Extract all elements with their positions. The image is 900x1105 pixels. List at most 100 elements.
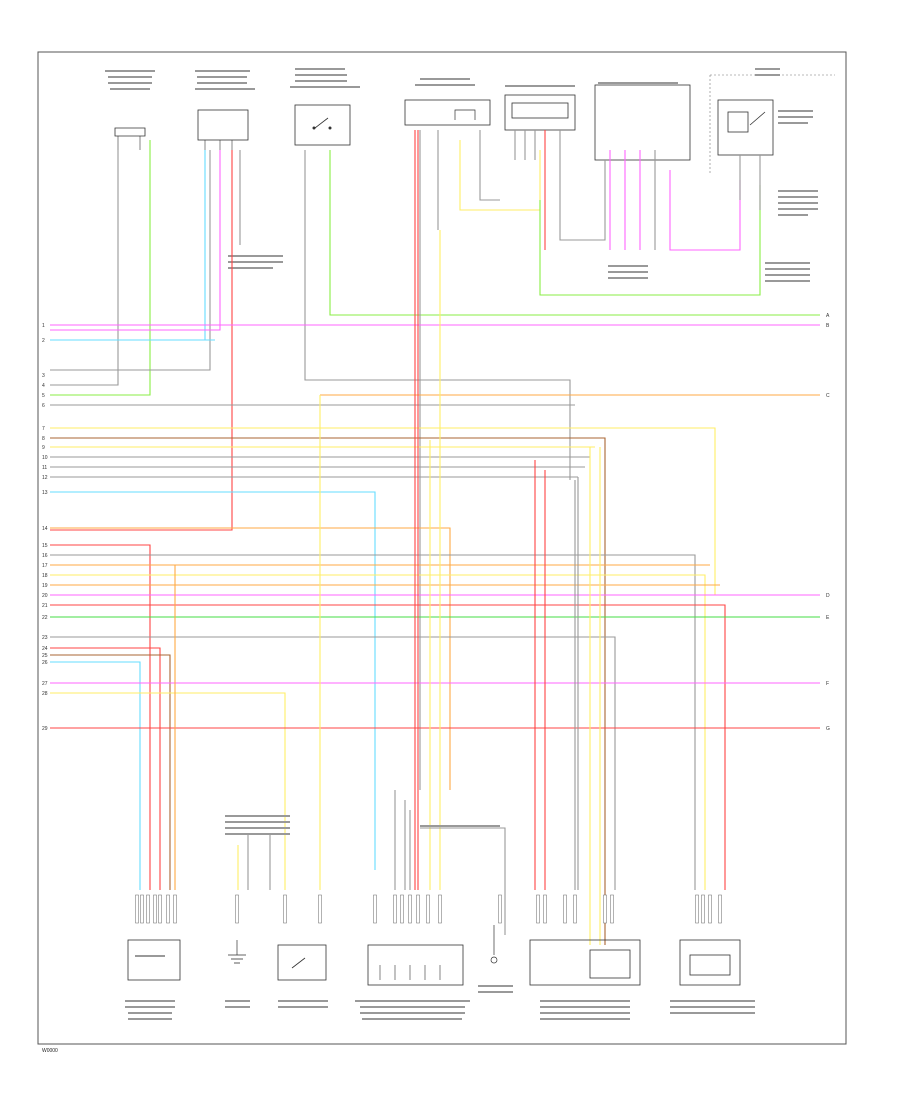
wire-63 [420, 827, 506, 935]
wire-35 [50, 544, 151, 890]
wire-46 [50, 661, 141, 890]
edge-number-left: 14 [42, 526, 48, 532]
component-ground-switch [228, 940, 246, 964]
wire-12 [459, 140, 541, 211]
connector-pin-10 [318, 894, 322, 924]
edge-number-left: 8 [42, 436, 45, 442]
connector-pin-8 [235, 894, 239, 924]
component-module-5 [504, 94, 576, 131]
wire-43 [50, 636, 616, 890]
edge-letter-right: D [826, 593, 830, 599]
connector-pin-16 [426, 894, 430, 924]
connector-pin-27 [708, 894, 712, 924]
edge-number-left: 26 [42, 660, 48, 666]
edge-number-left: 2 [42, 338, 45, 344]
wire-14 [514, 130, 536, 160]
connector-pin-5 [158, 894, 162, 924]
edge-number-left: 19 [42, 583, 48, 589]
connector-pin-26 [701, 894, 705, 924]
wire-4 [50, 150, 211, 371]
wire-20 [669, 170, 741, 251]
edge-number-left: 4 [42, 383, 45, 389]
edge-number-left: 3 [42, 373, 45, 379]
left-edge-numbers: 1234567891011121314151617181920212223242… [42, 323, 48, 732]
edge-number-left: 9 [42, 445, 45, 451]
wire-27 [50, 427, 716, 595]
edge-number-left: 16 [42, 553, 48, 559]
connector-pin-2 [140, 894, 144, 924]
connector-pin-15 [416, 894, 420, 924]
connector-pin-14 [408, 894, 412, 924]
connector-pin-18 [498, 894, 502, 924]
wire-6 [50, 150, 233, 531]
bottom-label-blocks [125, 815, 755, 1020]
wire-18 [609, 150, 641, 250]
component-relay-7 [709, 74, 835, 175]
connector-pin-7 [173, 894, 177, 924]
component-switch-3 [294, 104, 351, 146]
edge-letter-right: C [826, 393, 830, 399]
connector-pin-17 [438, 894, 442, 924]
connector-pin-25 [695, 894, 699, 924]
component-ground-bottom [490, 925, 498, 964]
diagram-frame [37, 51, 847, 1045]
edge-number-left: 20 [42, 593, 48, 599]
top-components [105, 68, 835, 282]
edge-number-left: 15 [42, 543, 48, 549]
edge-number-left: 22 [42, 615, 48, 621]
edge-number-left: 5 [42, 393, 45, 399]
edge-number-left: 24 [42, 646, 48, 652]
edge-number-left: 7 [42, 426, 45, 432]
edge-number-left: 21 [42, 603, 48, 609]
edge-number-left: 23 [42, 635, 48, 641]
wire-28 [50, 437, 606, 945]
component-module-bottom [367, 944, 464, 986]
wire-48 [50, 692, 286, 890]
connector-pin-20 [543, 894, 547, 924]
component-sensor-1 [114, 127, 146, 150]
wire-5 [50, 150, 221, 331]
wire-13 [479, 130, 500, 201]
edge-letter-right: G [826, 726, 830, 732]
wire-36 [50, 554, 696, 890]
wire-62 [394, 790, 411, 890]
wire-65 [247, 835, 271, 890]
connector-pin-1 [135, 894, 139, 924]
edge-number-left: 11 [42, 465, 47, 471]
edge-number-left: 13 [42, 490, 48, 496]
edge-letter-right: B [826, 323, 830, 329]
component-sensor-bottom-1 [127, 939, 181, 981]
edge-letter-right: F [826, 681, 829, 687]
component-module-right-bottom [679, 939, 741, 986]
component-solenoid-bottom [529, 939, 641, 986]
wire-group [50, 130, 820, 945]
edge-number-left: 1 [42, 323, 45, 329]
connector-pin-9 [283, 894, 287, 924]
right-edge-letters: AB C D E F G [826, 313, 830, 732]
wire-16 [559, 130, 606, 241]
edge-number-left: 25 [42, 653, 48, 659]
edge-number-left: 12 [42, 475, 48, 481]
wire-38 [50, 574, 706, 890]
component-switch-bottom [277, 944, 327, 981]
connector-pin-12 [393, 894, 397, 924]
edge-number-left: 27 [42, 681, 48, 687]
wire-34 [50, 527, 451, 790]
connector-pin-21 [563, 894, 567, 924]
connector-pin-24 [610, 894, 614, 924]
edge-number-left: 28 [42, 691, 48, 697]
wire-33 [50, 491, 376, 870]
wire-2 [50, 140, 151, 396]
component-connector-4 [404, 99, 491, 126]
edge-letter-right: E [826, 615, 830, 621]
wire-8 [304, 150, 571, 480]
top-label-blocks [105, 68, 818, 282]
component-sensor-2 [197, 109, 249, 150]
connector-pin-13 [400, 894, 404, 924]
footer-code: W0000 [42, 1048, 58, 1054]
connector-pin-22 [573, 894, 577, 924]
connector-pin-19 [536, 894, 540, 924]
wire-1 [50, 150, 119, 386]
component-cluster-6 [594, 84, 691, 161]
edge-letter-right: A [826, 313, 830, 319]
